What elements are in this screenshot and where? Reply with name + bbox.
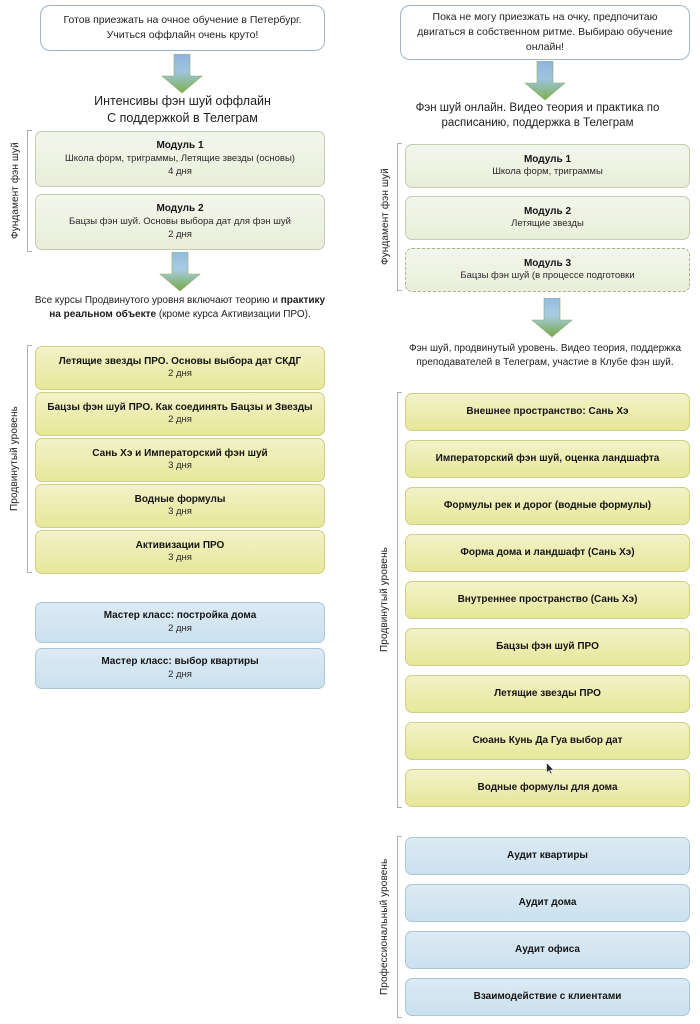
card-subtitle: Школа форм, триграммы, Летящие звезды (о… [65, 152, 295, 164]
online-professional-course-4[interactable]: Взаимодействие с клиентами [405, 978, 690, 1016]
online-foundation-group-label: Фундамент фэн шуй [380, 168, 391, 266]
card-days: 2 дня [168, 368, 192, 380]
online-professional-course-1[interactable]: Аудит квартиры [405, 837, 690, 875]
card-title: Аудит дома [518, 897, 577, 909]
online-foundation-module-1[interactable]: Модуль 1 Школа форм, триграммы [405, 144, 690, 188]
card-days: 4 дня [168, 165, 192, 177]
card-subtitle: Бацзы фэн шуй. Основы выбора дат для фэн… [69, 215, 291, 227]
card-title: Активизации ПРО [135, 539, 225, 551]
card-title: Модуль 1 [523, 153, 572, 165]
online-advanced-group-label: Продвинутый уровень [379, 547, 390, 653]
offline-masterclass-1[interactable]: Мастер класс: постройка дома 2 дня [35, 602, 325, 643]
card-title: Водные формулы для дома [477, 782, 618, 794]
card-title: Бацзы фэн шуй ПРО [496, 641, 599, 653]
online-professional-course-3[interactable]: Аудит офиса [405, 931, 690, 969]
offline-advanced-note: Все курсы Продвинутого уровня включают т… [30, 294, 330, 322]
offline-foundation-group-label: Фундамент фэн шуй [10, 142, 21, 240]
online-advanced-course-6[interactable]: Бацзы фэн шуй ПРО [405, 628, 690, 666]
online-arrow-1-icon [524, 61, 566, 101]
online-advanced-course-9[interactable]: Водные формулы для дома [405, 769, 690, 807]
card-title: Форма дома и ландшафт (Сань Хэ) [460, 547, 635, 559]
online-foundation-module-3[interactable]: Модуль 3 Бацзы фэн шуй (в процессе подго… [405, 248, 690, 292]
offline-foundation-module-2[interactable]: Модуль 2 Бацзы фэн шуй. Основы выбора да… [35, 194, 325, 250]
offline-advanced-course-3[interactable]: Сань Хэ и Императорский фэн шуй 3 дня [35, 438, 325, 482]
card-days: 3 дня [168, 460, 192, 472]
offline-advanced-group-label: Продвинутый уровень [9, 406, 20, 512]
card-days: 2 дня [168, 414, 192, 426]
offline-intro-bubble: Готов приезжать на очное обучение в Пете… [40, 5, 325, 51]
offline-advanced-note-part2: (кроме курса Активизации ПРО). [156, 309, 311, 321]
online-advanced-course-4[interactable]: Форма дома и ландшафт (Сань Хэ) [405, 534, 690, 572]
card-days: 2 дня [168, 622, 192, 634]
card-title: Летящие звезды ПРО. Основы выбора дат СК… [58, 355, 302, 367]
card-days: 2 дня [168, 228, 192, 240]
online-main-caption: Фэн шуй онлайн. Видео теория и практика … [415, 102, 660, 130]
offline-track-column: Готов приезжать на очное обучение в Пете… [9, 5, 340, 689]
online-advanced-course-3[interactable]: Формулы рек и дорог (водные формулы) [405, 487, 690, 525]
offline-main-caption-line2: С поддержкой в Телеграм [107, 110, 258, 125]
offline-masterclass-2[interactable]: Мастер класс: выбор квартиры 2 дня [35, 648, 325, 689]
card-title: Летящие звезды ПРО [494, 688, 601, 700]
online-professional-course-2[interactable]: Аудит дома [405, 884, 690, 922]
online-advanced-bracket [397, 392, 402, 808]
online-advanced-course-5[interactable]: Внутреннее пространство (Сань Хэ) [405, 581, 690, 619]
card-days: 3 дня [168, 506, 192, 518]
card-days: 2 дня [168, 668, 192, 680]
card-title: Мастер класс: выбор квартиры [101, 656, 259, 668]
online-advanced-course-2[interactable]: Императорский фэн шуй, оценка ландшафта [405, 440, 690, 478]
card-title: Формулы рек и дорог (водные формулы) [443, 500, 652, 512]
card-title: Внешнее пространство: Сань Хэ [466, 406, 629, 418]
card-title: Императорский фэн шуй, оценка ландшафта [435, 453, 660, 465]
offline-advanced-note-bold: практику на реальном объекте [49, 295, 326, 321]
offline-advanced-course-5[interactable]: Активизации ПРО 3 дня [35, 530, 325, 574]
offline-arrow-2-icon [159, 252, 201, 292]
offline-advanced-bracket [27, 345, 32, 573]
card-title: Взаимодействие с клиентами [473, 991, 622, 1003]
offline-advanced-course-1[interactable]: Летящие звезды ПРО. Основы выбора дат СК… [35, 346, 325, 390]
card-title: Модуль 3 [523, 257, 572, 269]
offline-advanced-course-2[interactable]: Бацзы фэн шуй ПРО. Как соединять Бацзы и… [35, 392, 325, 436]
card-days: 3 дня [168, 552, 192, 564]
online-advanced-course-7[interactable]: Летящие звезды ПРО [405, 675, 690, 713]
online-professional-group-label: Профессиональный уровень [379, 858, 390, 996]
online-intro-bubble: Пока не могу приезжать на очку, предпочи… [400, 5, 690, 60]
card-subtitle: Летящие звезды [511, 218, 584, 230]
card-title: Сюань Кунь Да Гуа выбор дат [472, 735, 623, 747]
card-title: Бацзы фэн шуй ПРО. Как соединять Бацзы и… [47, 401, 313, 413]
card-title: Модуль 1 [156, 140, 204, 152]
card-title: Модуль 2 [523, 205, 572, 217]
online-foundation-bracket [397, 143, 402, 291]
card-title: Внутреннее пространство (Сань Хэ) [457, 594, 638, 606]
card-subtitle: Бацзы фэн шуй (в процессе подготовки [460, 270, 635, 282]
online-advanced-course-8[interactable]: Сюань Кунь Да Гуа выбор дат [405, 722, 690, 760]
offline-arrow-1-icon [161, 54, 203, 94]
online-arrow-2-icon [531, 298, 573, 338]
offline-foundation-module-1[interactable]: Модуль 1 Школа форм, триграммы, Летящие … [35, 131, 325, 187]
online-professional-bracket [397, 836, 402, 1018]
card-title: Водные формулы [134, 493, 226, 505]
offline-foundation-bracket [27, 130, 32, 252]
online-advanced-course-1[interactable]: Внешнее пространство: Сань Хэ [405, 393, 690, 431]
card-title: Модуль 2 [156, 203, 204, 215]
offline-advanced-note-part1: Все курсы Продвинутого уровня включают т… [34, 295, 281, 306]
card-title: Аудит офиса [515, 944, 580, 956]
offline-main-caption: Интенсивы фэн шуй оффлайн С поддержкой в… [25, 93, 340, 126]
online-advanced-note: Фэн шуй, продвинутый уровень. Видео теор… [408, 343, 682, 369]
card-title: Сань Хэ и Императорский фэн шуй [92, 447, 268, 459]
online-intro-text: Пока не могу приезжать на очку, предпочи… [417, 11, 673, 53]
offline-main-caption-line1: Интенсивы фэн шуй оффлайн [94, 94, 271, 108]
card-title: Аудит квартиры [507, 850, 588, 862]
offline-advanced-course-4[interactable]: Водные формулы 3 дня [35, 484, 325, 528]
offline-intro-text: Готов приезжать на очное обучение в Пете… [63, 14, 302, 41]
online-foundation-module-2[interactable]: Модуль 2 Летящие звезды [405, 196, 690, 240]
card-title: Мастер класс: постройка дома [103, 610, 257, 622]
online-track-column: Пока не могу приезжать на очку, предпочи… [350, 0, 700, 1024]
card-subtitle: Школа форм, триграммы [492, 166, 603, 178]
